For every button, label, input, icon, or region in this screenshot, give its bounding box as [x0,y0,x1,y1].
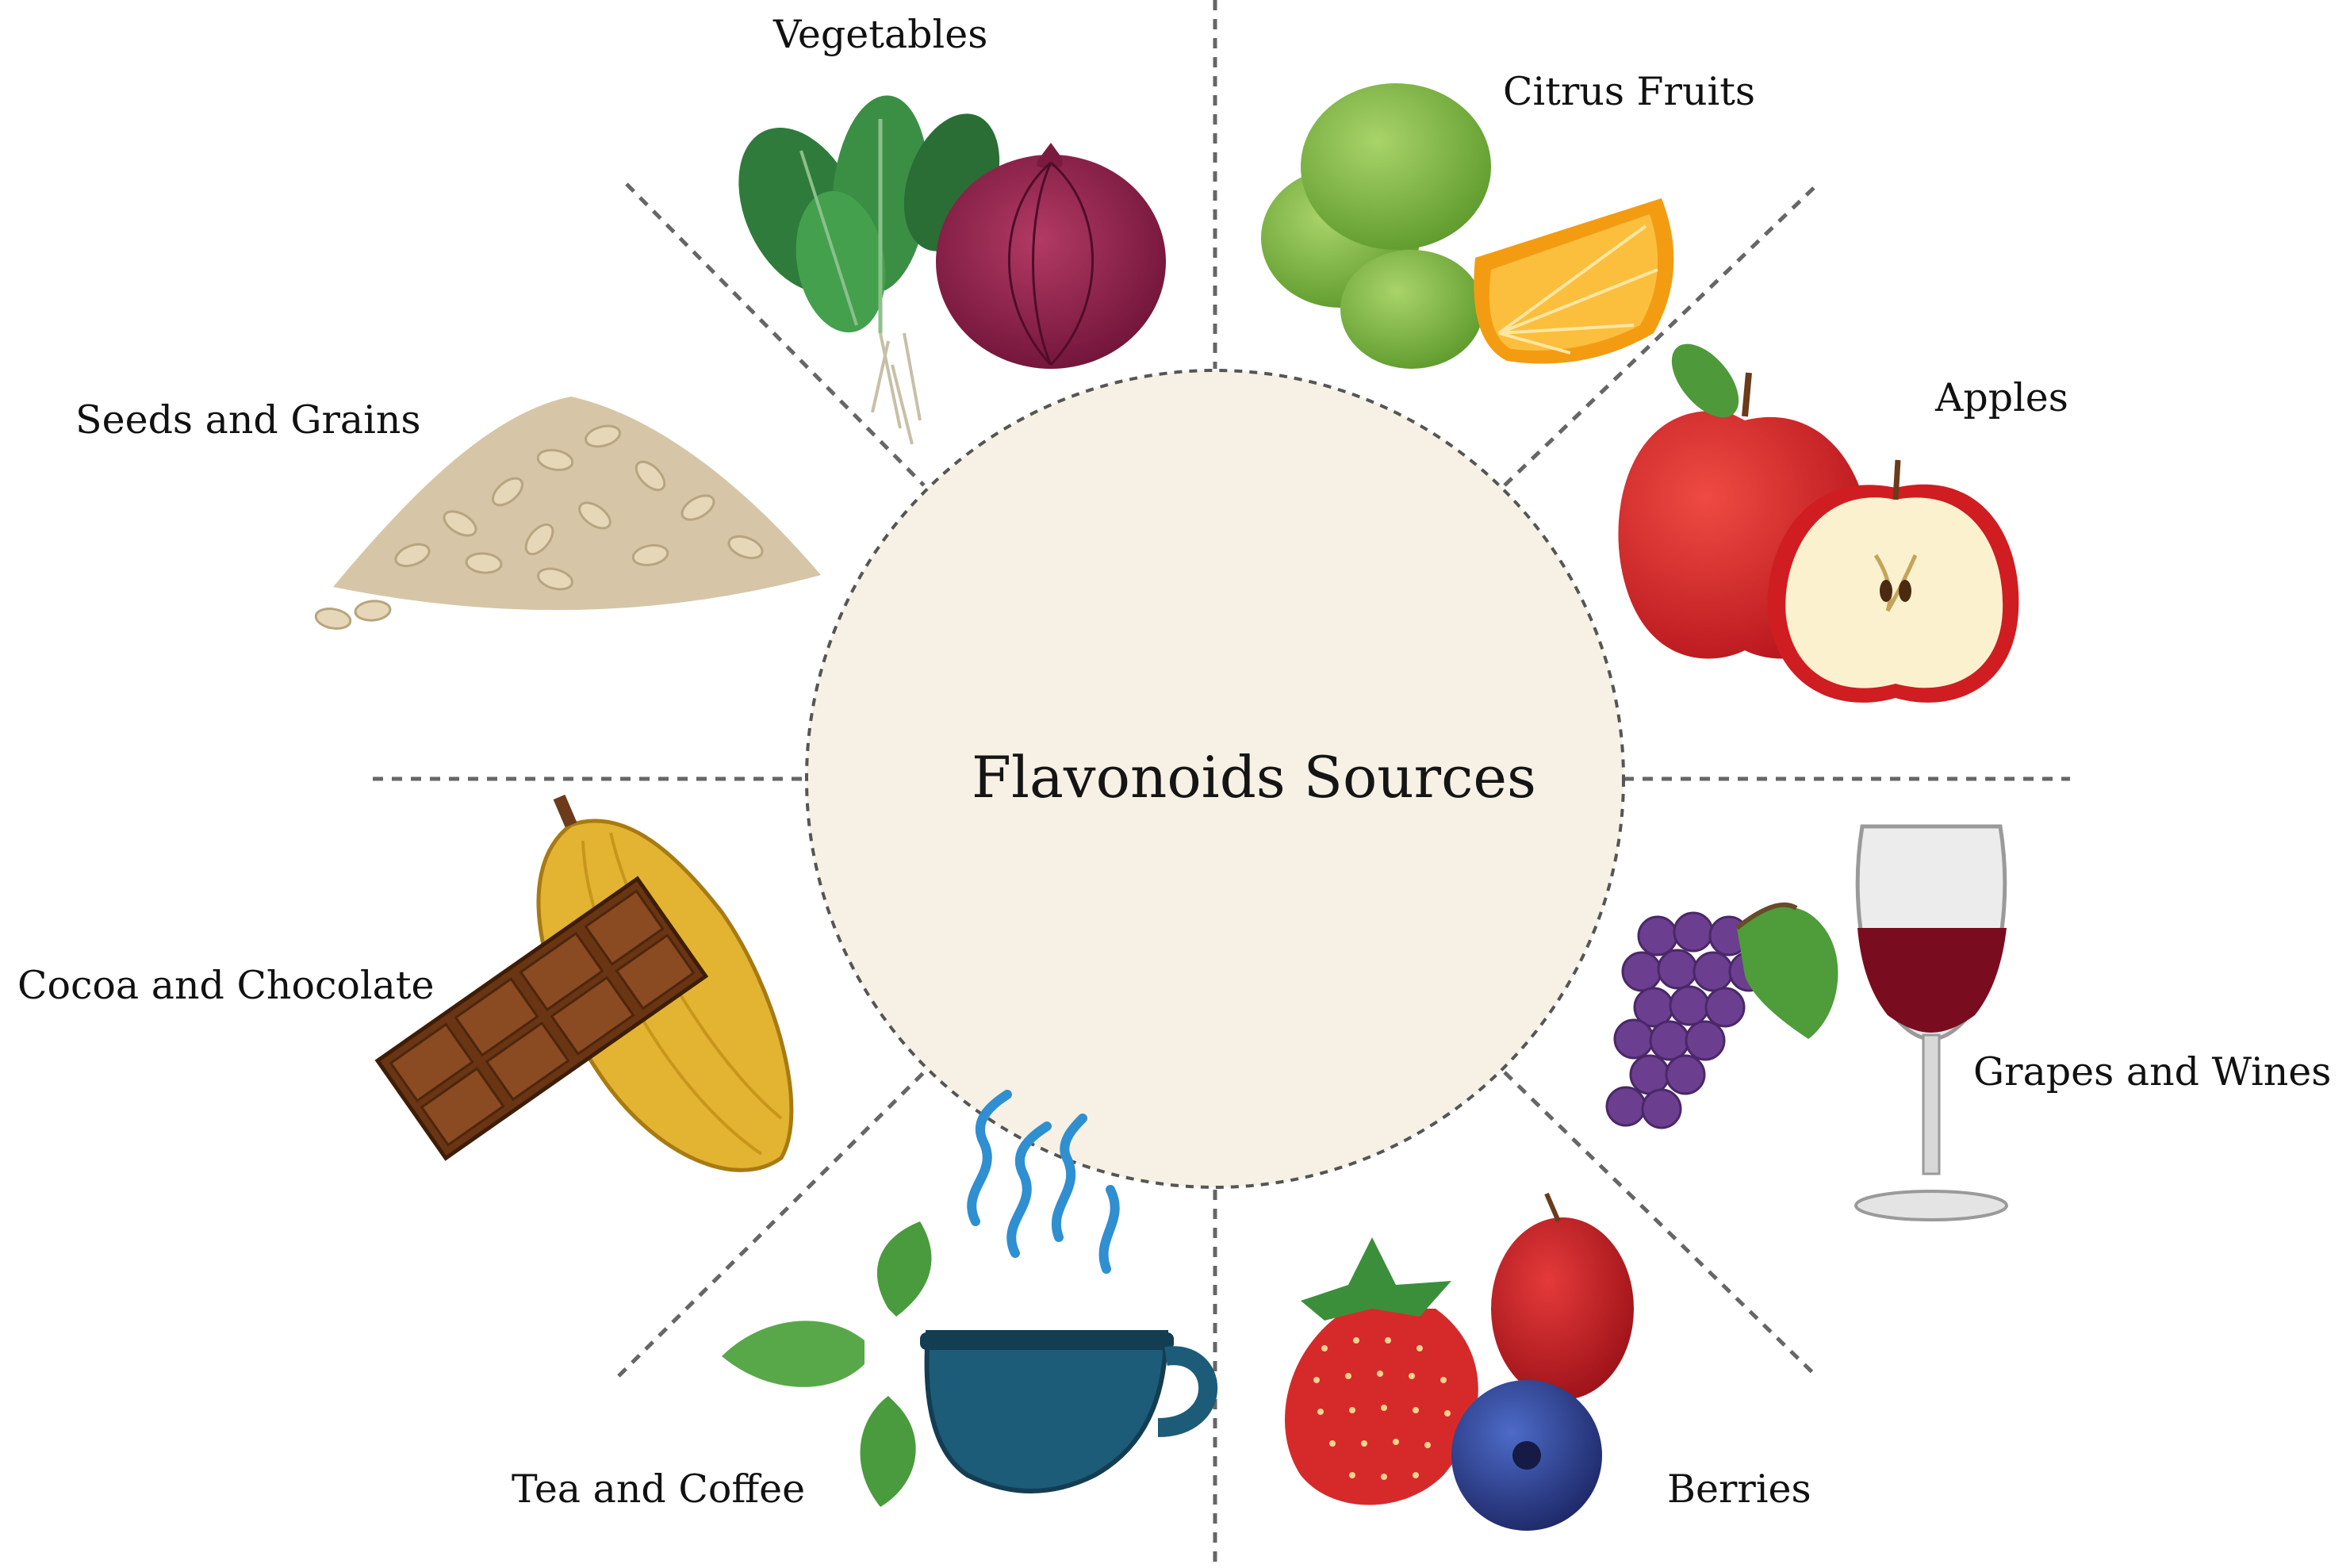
center-title: Flavonoids Sources [972,744,1536,811]
grapes-wine-icon [1605,824,2008,1221]
divider-lines [373,0,2070,1568]
lime-orange-icon [1261,83,1674,369]
label-grapes-and-wines: Grapes and Wines [1973,1049,2332,1095]
label-seeds-and-grains: Seeds and Grains [75,397,421,443]
cocoa-chocolate-icon [374,794,794,1172]
label-citrus-fruits: Citrus Fruits [1503,69,1756,114]
center-circle [805,369,1625,1189]
berries-icon [1285,1192,1634,1531]
label-cocoa-and-chocolate: Cocoa and Chocolate [17,963,435,1008]
oats-pile-icon [314,397,821,630]
apple-icon [1618,343,2019,703]
label-apples: Apples [1935,375,2068,420]
tea-cup-icon [722,1090,1218,1507]
label-tea-and-coffee: Tea and Coffee [512,1466,806,1512]
label-vegetables: Vegetables [773,12,988,57]
spinach-onion-icon [738,95,1166,445]
label-berries: Berries [1667,1466,1811,1512]
